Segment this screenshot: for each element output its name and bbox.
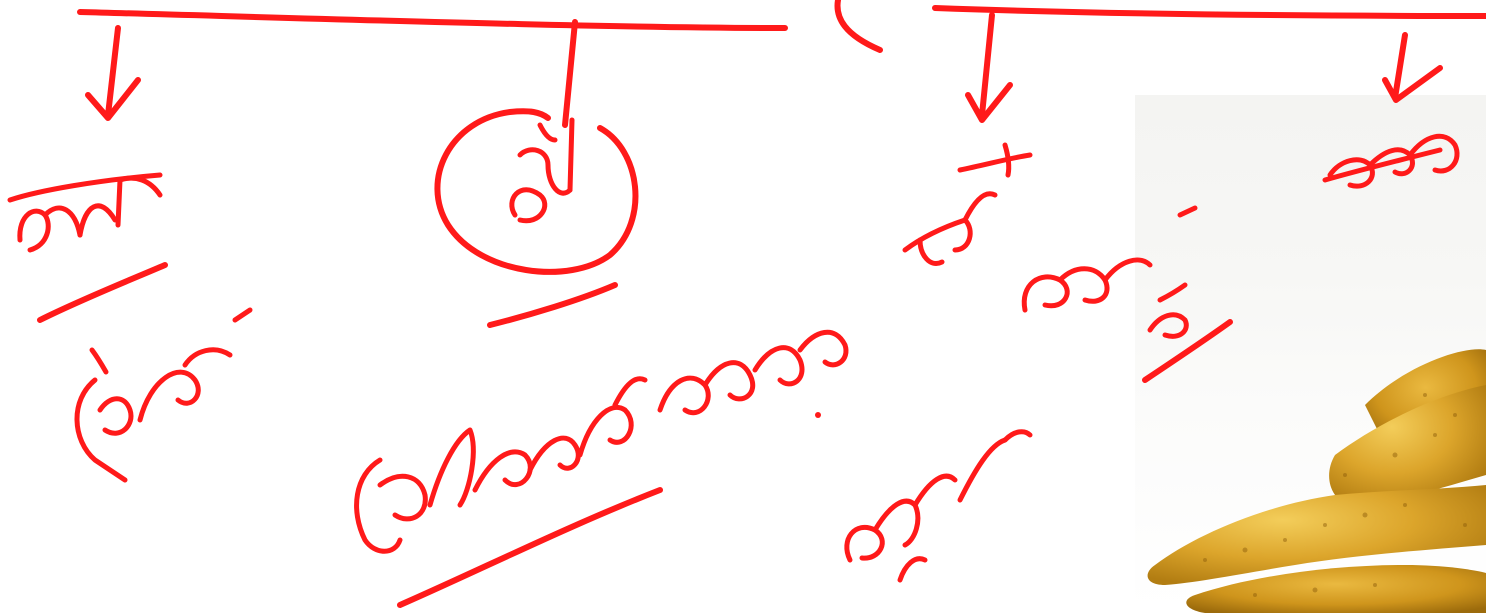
arrow-down-3-icon <box>968 15 1010 120</box>
circled-word <box>437 111 635 272</box>
handwritten-word-5 <box>1024 208 1195 336</box>
underline-3 <box>400 490 660 605</box>
handwritten-word-1b <box>77 310 250 480</box>
handwritten-word-2 <box>357 379 645 552</box>
arrow-down-4-icon <box>1385 35 1440 100</box>
top-line-left <box>80 12 785 28</box>
handwritten-word-1 <box>10 175 160 250</box>
top-line-right <box>935 8 1486 16</box>
handwritten-word-3 <box>660 332 846 418</box>
underline-2 <box>490 285 615 325</box>
handwritten-word-6 <box>847 432 1030 580</box>
underline-1 <box>40 265 165 320</box>
bracket-curve <box>837 0 880 50</box>
vertical-line-2 <box>565 22 575 125</box>
arrow-down-1-icon <box>88 28 138 118</box>
handwritten-word-7 <box>1325 136 1457 186</box>
handwritten-word-4 <box>905 145 1030 263</box>
